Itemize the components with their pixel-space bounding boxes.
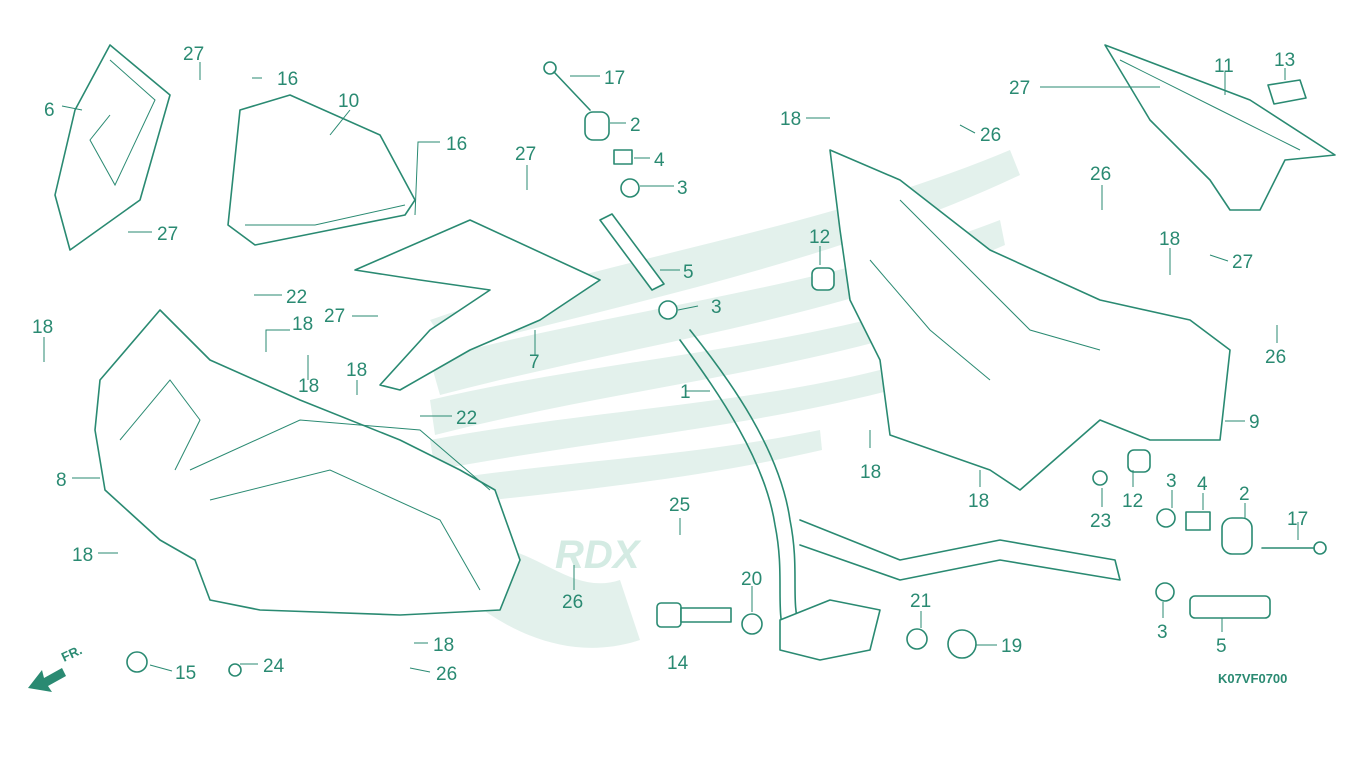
callout-18: 18 bbox=[72, 545, 93, 566]
callout-15: 15 bbox=[175, 663, 196, 684]
part-10-front-top-cover bbox=[227, 94, 416, 246]
callout-5: 5 bbox=[1216, 636, 1227, 657]
part-12-grommet-a bbox=[811, 267, 835, 291]
callout-2: 2 bbox=[1239, 484, 1250, 505]
callout-9: 9 bbox=[1249, 412, 1260, 433]
callout-14: 14 bbox=[667, 653, 689, 674]
callout-2: 2 bbox=[630, 115, 641, 136]
diagram-reference-code: K07VF0700 bbox=[1218, 671, 1287, 686]
front-arrow-label: FR. bbox=[59, 642, 84, 664]
callout-16: 16 bbox=[446, 134, 467, 155]
part-8-inner-cover bbox=[94, 309, 521, 616]
callout-1: 1 bbox=[680, 382, 691, 403]
part-4-clip-b bbox=[1185, 511, 1211, 531]
callout-12: 12 bbox=[1122, 491, 1143, 512]
callout-26: 26 bbox=[1090, 164, 1111, 185]
callout-18: 18 bbox=[32, 317, 53, 338]
callout-20: 20 bbox=[741, 569, 762, 590]
callout-4: 4 bbox=[654, 150, 665, 171]
callout-22: 22 bbox=[456, 408, 477, 429]
callout-18: 18 bbox=[346, 360, 367, 381]
part-15-bolt bbox=[126, 651, 148, 673]
callout-27: 27 bbox=[324, 306, 345, 327]
part-14-bolt bbox=[656, 602, 732, 628]
callout-3: 3 bbox=[677, 178, 688, 199]
callout-5: 5 bbox=[683, 262, 694, 283]
callout-22: 22 bbox=[286, 287, 307, 308]
callout-labels: 6 27 16 10 16 27 27 22 18 18 18 27 7 18 … bbox=[32, 44, 1308, 685]
part-3-collar-b bbox=[658, 300, 678, 320]
callout-16: 16 bbox=[277, 69, 298, 90]
callout-6: 6 bbox=[44, 100, 55, 121]
callout-18: 18 bbox=[1159, 229, 1180, 250]
callout-27: 27 bbox=[1232, 252, 1253, 273]
part-19-nut bbox=[947, 629, 977, 659]
callout-27: 27 bbox=[183, 44, 204, 65]
callout-13: 13 bbox=[1274, 50, 1295, 71]
part-3-collar-c bbox=[1156, 508, 1176, 528]
callout-18: 18 bbox=[860, 462, 881, 483]
callout-26: 26 bbox=[436, 664, 457, 685]
callout-4: 4 bbox=[1197, 474, 1208, 495]
part-5-tube-upper bbox=[599, 213, 665, 291]
callout-12: 12 bbox=[809, 227, 830, 248]
callout-25: 25 bbox=[669, 495, 690, 516]
leader-lines bbox=[43, 62, 1299, 673]
part-5-tube-lower bbox=[1189, 595, 1271, 619]
part-2-weight-lower bbox=[1221, 517, 1253, 555]
part-6-side-cowl bbox=[54, 44, 171, 251]
part-23-nut bbox=[1092, 470, 1108, 486]
callout-3: 3 bbox=[1166, 471, 1177, 492]
callout-24: 24 bbox=[263, 656, 285, 677]
part-17-bolt-upper bbox=[543, 61, 591, 111]
part-21-washer bbox=[906, 628, 928, 650]
callout-17: 17 bbox=[604, 68, 625, 89]
callout-18: 18 bbox=[298, 376, 319, 397]
callout-26: 26 bbox=[980, 125, 1001, 146]
callout-19: 19 bbox=[1001, 636, 1022, 657]
part-3-collar-a bbox=[620, 178, 640, 198]
part-24-screw bbox=[228, 663, 242, 677]
callout-8: 8 bbox=[56, 470, 67, 491]
callout-23: 23 bbox=[1090, 511, 1111, 532]
callout-27: 27 bbox=[515, 144, 536, 165]
callout-18: 18 bbox=[968, 491, 989, 512]
part-2-weight-upper bbox=[584, 111, 610, 141]
part-3-collar-d bbox=[1155, 582, 1175, 602]
callout-3: 3 bbox=[711, 297, 722, 318]
front-direction-arrow-icon: FR. bbox=[28, 642, 84, 692]
callout-26: 26 bbox=[562, 592, 583, 613]
watermark-text: RDX bbox=[555, 533, 642, 577]
part-7-side-panel bbox=[354, 219, 601, 391]
callout-27: 27 bbox=[157, 224, 178, 245]
callout-17: 17 bbox=[1287, 509, 1308, 530]
part-13-emblem bbox=[1267, 79, 1307, 105]
callout-3: 3 bbox=[1157, 622, 1168, 643]
callout-11: 11 bbox=[1214, 56, 1234, 77]
part-4-clip-a bbox=[613, 149, 633, 165]
callout-18: 18 bbox=[292, 314, 313, 335]
callout-18: 18 bbox=[433, 635, 454, 656]
part-17-bolt-lower bbox=[1261, 541, 1327, 555]
callout-21: 21 bbox=[910, 591, 931, 612]
callout-10: 10 bbox=[338, 91, 359, 112]
callout-27: 27 bbox=[1009, 78, 1030, 99]
part-20-washer bbox=[741, 613, 763, 635]
callout-7: 7 bbox=[529, 352, 540, 373]
part-1-handlebar bbox=[679, 329, 1121, 661]
callout-26: 26 bbox=[1265, 347, 1286, 368]
part-12-grommet-b bbox=[1127, 449, 1151, 473]
part-9-rear-inner-panel bbox=[829, 149, 1231, 491]
part-11-handle-cover bbox=[1104, 44, 1336, 211]
callout-18: 18 bbox=[780, 109, 801, 130]
